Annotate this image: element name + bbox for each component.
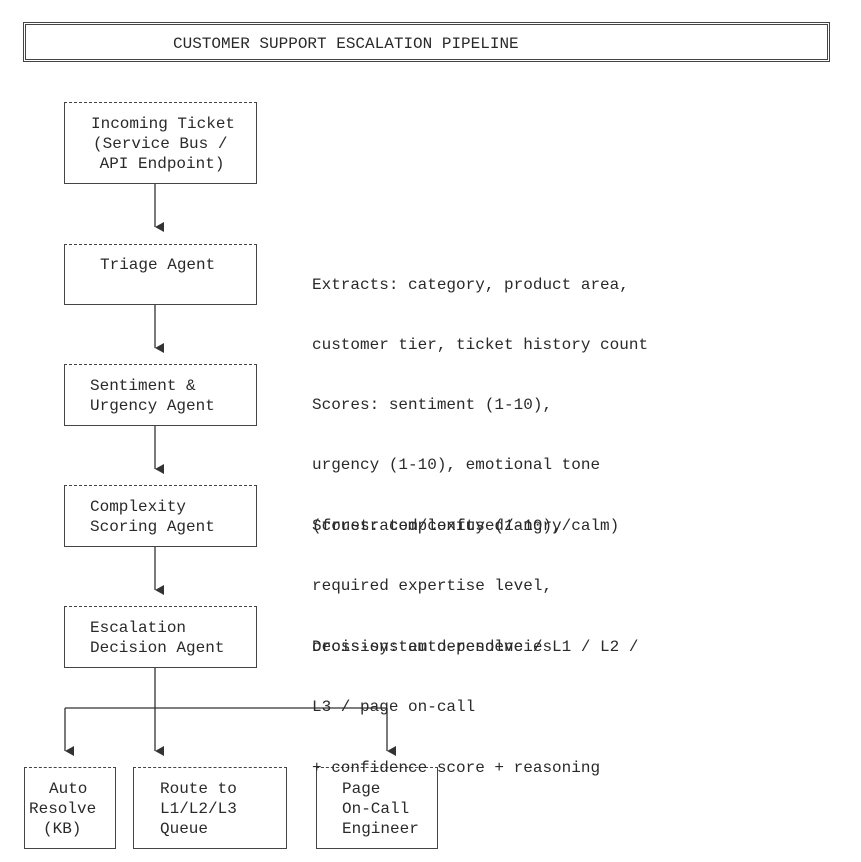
escalation-line-1: Escalation: [90, 619, 187, 637]
page-oncall-node: Page On-Call Engineer: [316, 767, 438, 849]
complexity-note: Scores: complexity (1-10), required expe…: [312, 475, 562, 678]
escalation-note-line: + confidence score + reasoning: [312, 759, 601, 778]
escalation-note-line: Decision: auto-resolve / L1 / L2 /: [312, 637, 639, 656]
escalation-line-2: Decision Agent: [90, 639, 225, 657]
incoming-line-3: API Endpoint): [90, 155, 225, 173]
title-box: CUSTOMER SUPPORT ESCALATION PIPELINE: [23, 22, 830, 62]
complexity-line-2: Scoring Agent: [90, 518, 215, 536]
route-queue-node: Route to L1/L2/L3 Queue: [133, 767, 287, 849]
complexity-note-line: Scores: complexity (1-10),: [312, 516, 562, 535]
sentiment-agent-node: Sentiment & Urgency Agent: [64, 364, 257, 426]
incoming-ticket-node: Incoming Ticket (Service Bus / API Endpo…: [64, 102, 257, 184]
diagram-title: CUSTOMER SUPPORT ESCALATION PIPELINE: [173, 35, 519, 53]
complexity-agent-node: Complexity Scoring Agent: [64, 485, 257, 547]
incoming-line-2: (Service Bus /: [93, 135, 228, 153]
sentiment-note-line: Scores: sentiment (1-10),: [312, 395, 553, 414]
triage-agent-node: Triage Agent: [64, 244, 257, 305]
route-line-3: Queue: [160, 820, 209, 838]
complexity-note-line: cross-system dependencies: [312, 638, 553, 657]
sentiment-note-line: (frustrated/confused/angry/calm): [312, 517, 620, 536]
route-line-2: L1/L2/L3: [160, 800, 237, 818]
sentiment-line-2: Urgency Agent: [90, 397, 215, 415]
page-line-2: On-Call: [342, 800, 410, 818]
escalation-note: Decision: auto-resolve / L1 / L2 / L3 / …: [312, 596, 638, 799]
triage-note: Extracts: category, product area, custom…: [312, 234, 648, 376]
incoming-line-1: Incoming Ticket: [91, 115, 236, 133]
triage-note-line: customer tier, ticket history count: [312, 336, 649, 355]
page-line-3: Engineer: [342, 820, 419, 838]
sentiment-line-1: Sentiment &: [90, 377, 196, 395]
complexity-line-1: Complexity: [90, 498, 187, 516]
auto-resolve-line-2: Resolve: [29, 800, 97, 818]
complexity-note-line: required expertise level,: [312, 577, 553, 596]
sentiment-note: Scores: sentiment (1-10), urgency (1-10)…: [312, 354, 619, 557]
auto-resolve-line-3: (KB): [43, 820, 82, 838]
escalation-note-line: L3 / page on-call: [312, 698, 476, 717]
page-line-1: Page: [342, 780, 381, 798]
sentiment-note-line: urgency (1-10), emotional tone: [312, 456, 601, 475]
route-line-1: Route to: [160, 780, 237, 798]
triage-note-line: Extracts: category, product area,: [312, 275, 629, 294]
escalation-agent-node: Escalation Decision Agent: [64, 606, 257, 668]
triage-line-1: Triage Agent: [100, 256, 216, 274]
auto-resolve-line-1: Auto: [49, 780, 88, 798]
auto-resolve-node: Auto Resolve (KB): [24, 767, 116, 849]
